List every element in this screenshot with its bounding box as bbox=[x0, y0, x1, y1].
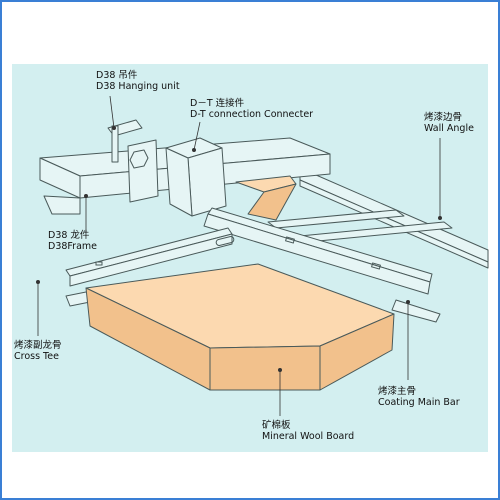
label-main-bar-en: Coating Main Bar bbox=[378, 397, 460, 408]
hanging-unit-rod bbox=[111, 125, 119, 163]
main-bar-bottom-flange bbox=[391, 299, 441, 323]
label-mineral-board: 矿棉板 Mineral Wool Board bbox=[262, 420, 354, 442]
cross-tee-side bbox=[69, 233, 233, 287]
label-hanging-unit-en: D38 Hanging unit bbox=[96, 81, 180, 92]
label-hanging-unit: D38 吊件 D38 Hanging unit bbox=[96, 70, 180, 92]
main-bar-side bbox=[203, 213, 431, 295]
dt-connector-front bbox=[165, 147, 193, 217]
leader-dt-connector bbox=[193, 121, 201, 151]
d38-frame-lower-flange bbox=[43, 195, 81, 215]
cross-tee-slot-left bbox=[95, 261, 103, 266]
label-wall-angle-en: Wall Angle bbox=[424, 123, 474, 134]
hanging-unit-nut bbox=[129, 149, 149, 169]
label-d38-frame-en: D38Frame bbox=[48, 241, 98, 252]
mineral-board-side-right bbox=[319, 313, 395, 391]
label-cross-tee-en: Cross Tee bbox=[14, 351, 59, 362]
label-wall-angle: 烤漆边骨 Wall Angle bbox=[424, 112, 474, 134]
label-dt-connection-zh: D－T 连接件 bbox=[190, 98, 245, 109]
label-dt-connection-en: D-T connection Connecter bbox=[190, 109, 314, 120]
label-cross-tee: 烤漆副龙骨 Cross Tee bbox=[14, 340, 62, 362]
label-hanging-unit-zh: D38 吊件 bbox=[96, 70, 138, 81]
mineral-board-side-front bbox=[209, 345, 321, 391]
label-mineral-board-zh: 矿棉板 bbox=[262, 420, 291, 431]
back-board-side bbox=[247, 183, 297, 221]
dt-connector-side bbox=[187, 147, 227, 217]
main-bar-slot-1 bbox=[284, 236, 296, 244]
label-main-bar: 烤漆主骨 Coating Main Bar bbox=[378, 386, 460, 408]
leader-hanging-unit bbox=[109, 95, 115, 129]
label-cross-tee-zh: 烤漆副龙骨 bbox=[14, 340, 62, 351]
label-dt-connection: D－T 连接件 D-T connection Connecter bbox=[190, 98, 313, 120]
label-d38-frame-zh: D38 龙件 bbox=[48, 230, 90, 241]
hanging-unit-body bbox=[127, 139, 159, 203]
label-d38-frame: D38 龙件 D38Frame bbox=[48, 230, 97, 252]
label-wall-angle-zh: 烤漆边骨 bbox=[424, 112, 463, 123]
wall-angle-flange bbox=[299, 179, 489, 269]
main-bar-slot-2 bbox=[370, 262, 382, 270]
label-mineral-board-en: Mineral Wool Board bbox=[262, 431, 355, 442]
label-main-bar-zh: 烤漆主骨 bbox=[378, 386, 417, 397]
cross-tee-slot bbox=[215, 236, 235, 246]
